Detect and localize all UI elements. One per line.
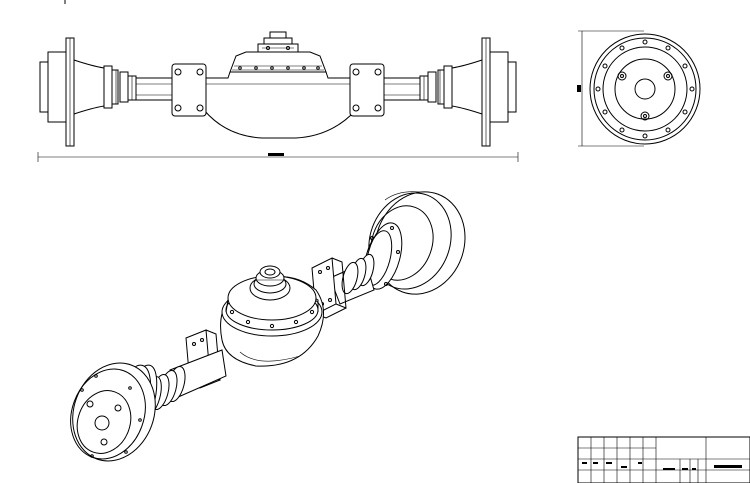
title-block — [577, 436, 750, 483]
isometric-view — [70, 191, 466, 462]
side-view — [577, 30, 701, 147]
front-view — [37, 31, 519, 162]
